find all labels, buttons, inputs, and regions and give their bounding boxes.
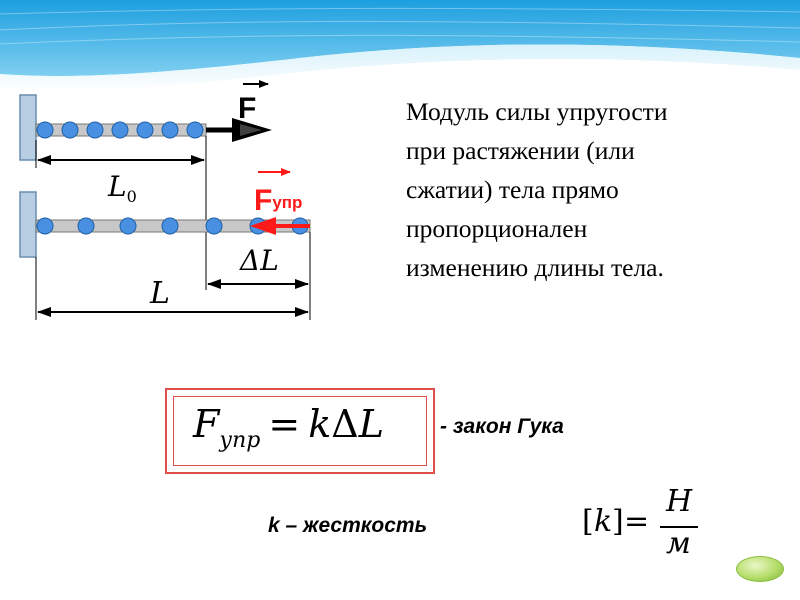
- description-line: изменению длины тела.: [406, 253, 664, 282]
- formula-k: k: [308, 402, 332, 446]
- hooke-law-label: - закон Гука: [440, 415, 564, 438]
- description-line: пропорционален: [406, 214, 588, 243]
- next-slide-button[interactable]: [736, 556, 784, 582]
- units-k: k: [594, 504, 613, 539]
- rod-top-balls: [36, 121, 204, 139]
- formula-delta: Δ: [331, 402, 359, 446]
- banner-wave: [0, 0, 800, 110]
- units-equals: =: [624, 504, 650, 539]
- l-label: L: [149, 276, 170, 311]
- hooke-formula: Fупр =kΔL: [193, 402, 384, 453]
- description-line: сжатии) тела прямо: [406, 175, 619, 204]
- elastic-force-label: Fупр: [254, 184, 302, 217]
- wall-bottom: [19, 191, 37, 258]
- units-fraction-bar: [660, 526, 698, 528]
- formula-lhs: F: [193, 402, 220, 446]
- stiffness-label: k – жесткость: [268, 514, 428, 537]
- formula-inner-border: [173, 396, 427, 466]
- stiffness-units: [ k ] = Н м: [582, 484, 722, 568]
- units-right-bracket: ]: [612, 504, 624, 539]
- description-line: Модуль силы упругости: [406, 97, 668, 126]
- units-denominator: м: [666, 526, 691, 561]
- formula-l: L: [358, 402, 384, 446]
- formula-lhs-subscript: упр: [219, 428, 261, 453]
- formula-equals: =: [268, 402, 301, 446]
- delta-l-label: ΔL: [239, 244, 279, 277]
- units-left-bracket: [: [582, 504, 594, 539]
- description-line: при растяжении (или: [406, 136, 635, 165]
- hooke-formula-box: Fупр =kΔL: [165, 388, 435, 474]
- wall-top: [19, 94, 37, 161]
- description-text: Модуль силы упругости при растяжении (ил…: [406, 92, 766, 287]
- units-numerator: Н: [666, 484, 693, 519]
- force-label: F: [238, 92, 256, 125]
- l0-label: L0: [107, 170, 137, 206]
